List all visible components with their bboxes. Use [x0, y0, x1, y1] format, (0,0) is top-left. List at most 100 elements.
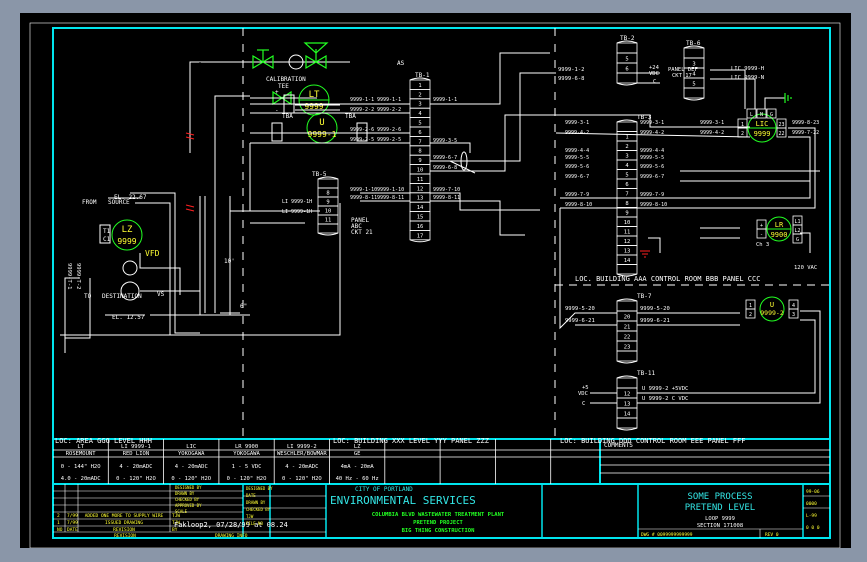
tb1-terminal[interactable] — [409, 229, 431, 241]
lr-fn: LR — [775, 221, 784, 229]
terminal-number: 8 — [326, 191, 329, 197]
wire-tag: 9999-3-5 — [433, 138, 457, 144]
control-valve[interactable] — [303, 42, 329, 70]
instrument-terminal[interactable] — [792, 233, 803, 244]
terminal-cap — [317, 232, 339, 236]
elevation-top: EL. 22.67 — [114, 194, 147, 201]
sheet-border — [29, 22, 841, 548]
wire-tag: 9999-2-6 — [377, 127, 401, 133]
panel-ckt-label: CKT 17 — [672, 73, 692, 79]
lz-instrument-bubble[interactable] — [111, 219, 143, 251]
tb3-terminal[interactable] — [616, 264, 638, 275]
terminal-cap — [616, 360, 638, 364]
terminal-number: 10 — [417, 168, 424, 174]
isolation-valve[interactable] — [252, 49, 274, 70]
panel-fff-wiring — [559, 263, 821, 404]
u2-instrument-bubble[interactable] — [759, 296, 785, 322]
terminal-number: 14 — [624, 412, 631, 418]
terminal-cap — [616, 82, 638, 86]
sheet-info: 99-06 — [806, 489, 820, 495]
terminal-number: 8 — [418, 149, 421, 155]
revision-desc: ADDED ONE MORE TO SUPPLY WIRE — [85, 513, 164, 519]
loop-diagram: LT 9999 U 9999-1 LZ 9999 CALIBRATION TEE… — [29, 22, 841, 548]
instrument-terminal[interactable] — [746, 108, 757, 119]
table-range-in: 0 - 144" H2O — [61, 464, 101, 470]
terminal-number: 10 — [624, 220, 631, 226]
terminal-number: 6 — [625, 182, 628, 188]
tb3-label: TB-3 — [637, 114, 652, 121]
wire-tag: 9999-2-5 — [350, 137, 374, 143]
tb6-terminal[interactable] — [683, 47, 705, 59]
tb2-terminal[interactable] — [616, 72, 638, 84]
wire-tag: 9999-6-7 — [565, 174, 589, 180]
tb5-terminal[interactable] — [317, 223, 339, 234]
revision-by: TJW — [172, 520, 180, 526]
wire-tag: LIC 9999-H — [731, 66, 764, 72]
instrument-terminal[interactable] — [745, 308, 756, 319]
terminal-cap — [409, 239, 431, 243]
date-label: DRAWN BY — [246, 500, 266, 505]
wire-tag: 9999-5-6 — [640, 164, 664, 170]
supply-label: VDC — [649, 71, 659, 77]
plot-stamp: Fakloop2, 07/28/99 at 08.24 — [174, 521, 288, 529]
instrument-terminal[interactable] — [756, 108, 767, 119]
instrument-terminal[interactable] — [766, 108, 777, 119]
instrument-terminal[interactable] — [756, 228, 767, 239]
lz-term: T1 — [103, 228, 111, 235]
wire-tag: 9999-8-11 — [433, 195, 460, 201]
wire-tag: 9999-8-11 — [377, 195, 404, 201]
table-manufacturer: WESCHLER/BOWMAR — [277, 451, 327, 457]
tb7-terminal[interactable] — [616, 300, 638, 312]
wire-tag: 9999-1-2 — [558, 67, 585, 73]
terminal-number: 4 — [418, 111, 422, 117]
tb2-terminal[interactable] — [616, 42, 638, 54]
supply-label: C — [582, 401, 585, 407]
wire-tag: 9999-8-23 — [792, 120, 819, 126]
date-label: TJW — [246, 514, 254, 519]
revision-date: 7/99 — [67, 520, 78, 526]
terminal-label: 23 — [778, 122, 784, 128]
instrument-terminal[interactable] — [776, 127, 787, 138]
terminal-number: 20 — [624, 315, 631, 321]
process-title: SOME PROCESS — [687, 492, 752, 502]
wire-tag: 9999-6-7 — [433, 155, 457, 161]
terminal-number: 9 — [418, 158, 421, 164]
wire-tag: LIC 9999-N — [731, 75, 764, 81]
tb7-terminal[interactable] — [616, 350, 638, 362]
dimension-10ft: 10' — [224, 258, 235, 265]
agency-name: ENVIRONMENTAL SERVICES — [330, 494, 476, 507]
sheet-info: 0 0 0 — [806, 525, 820, 531]
location-label-ccc: LOC. BUILDING AAA CONTROL ROOM BBB PANEL… — [575, 275, 760, 283]
tb2-terminal-block: 56 — [616, 40, 638, 86]
table-range-in: 4mA - 20mA — [341, 464, 375, 470]
supply-label: +5 — [582, 385, 589, 391]
tb3-terminal[interactable] — [616, 121, 638, 132]
seal-pot-icon — [288, 54, 304, 70]
terminal-number: 2 — [418, 92, 421, 98]
to-label: TO — [84, 293, 92, 300]
tba-label: TBA — [282, 113, 293, 120]
instrument-terminal[interactable] — [788, 308, 799, 319]
date-label: DATE — [246, 493, 256, 498]
revision-by: BY — [172, 527, 178, 533]
drawing-info-label: DRAWING INFO — [215, 533, 248, 539]
drawing-number[interactable]: DWG # 0099999999999 — [641, 532, 693, 538]
tb6-terminal[interactable] — [683, 87, 705, 99]
calibration-tee-label: TEE — [278, 83, 289, 90]
date-label: CHECKED BY — [246, 507, 271, 512]
lt-fn: LT — [309, 90, 320, 100]
tb11-terminal[interactable] — [616, 377, 638, 389]
tb11-terminal[interactable] — [616, 417, 638, 429]
tb5-terminal[interactable] — [317, 178, 339, 189]
cad-drawing-viewport[interactable]: LT 9999 U 9999-1 LZ 9999 CALIBRATION TEE… — [20, 13, 851, 548]
wire-tag: 9999-1-1 — [377, 97, 401, 103]
table-range-out: 0 - 120" H2O — [171, 476, 211, 482]
terminal-number: 5 — [418, 121, 421, 127]
wire-tag: 9999-3-1 — [700, 120, 724, 126]
wire-tag: 9999-1-10 — [350, 187, 377, 193]
table-tag: LI 9999-1 — [121, 444, 151, 450]
u1-tag: 9999-1 — [308, 130, 337, 139]
tba-label: TBA — [345, 113, 356, 120]
